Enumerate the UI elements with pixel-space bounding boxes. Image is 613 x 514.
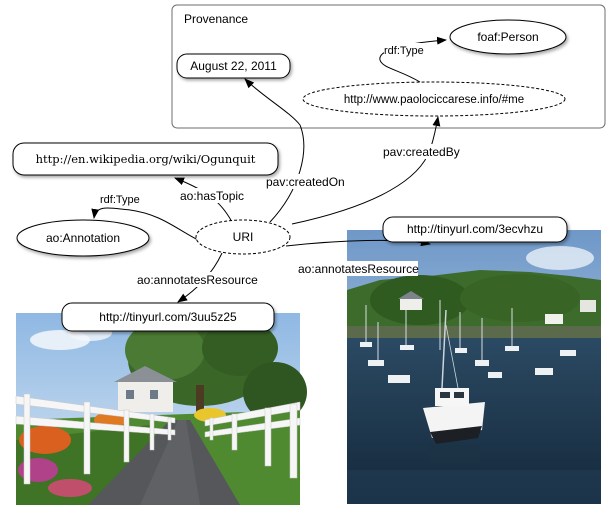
edge-created-by — [291, 116, 441, 225]
label-created-by: pav:createdBy — [383, 145, 460, 159]
label-rdf-type-left: rdf:Type — [100, 194, 140, 206]
label-has-topic: ao:hasTopic — [180, 189, 244, 203]
node-annotation — [16, 219, 150, 257]
node-tiny-right — [382, 216, 568, 243]
node-paolo — [302, 81, 566, 117]
edge-rdf-type-left — [91, 207, 199, 241]
harbor-photo — [347, 230, 601, 504]
node-foaf-person-label: foaf:Person — [477, 30, 538, 44]
label-rdf-type-top: rdf:Type — [384, 45, 424, 57]
label-created-on: pav:createdOn — [266, 175, 345, 189]
node-tiny-left — [61, 302, 275, 332]
provenance-title: Provenance — [184, 12, 248, 26]
edge-created-on — [244, 78, 305, 223]
node-tiny-left-label: http://tinyurl.com/3uu5z25 — [99, 310, 237, 324]
node-wikipedia — [12, 142, 279, 176]
node-uri-label: URI — [233, 230, 254, 244]
label-annotates-left: ao:annotatesResource — [137, 273, 258, 287]
node-date — [176, 53, 291, 79]
node-annotation-label: ao:Annotation — [46, 231, 120, 245]
node-foaf-person — [449, 19, 567, 55]
node-uri — [195, 219, 291, 255]
main-boat — [423, 309, 485, 444]
label-annotates-right: ao:annotatesResource — [298, 262, 419, 276]
node-tiny-right-label: http://tinyurl.com/3ecvhzu — [407, 222, 543, 236]
node-wikipedia-label: http://en.wikipedia.org/wiki/Ogunquit — [36, 152, 256, 166]
node-paolo-label: http://www.paolociccarese.info/#me — [344, 94, 524, 106]
node-date-label: August 22, 2011 — [190, 59, 277, 73]
garden-path-photo — [15, 313, 307, 505]
